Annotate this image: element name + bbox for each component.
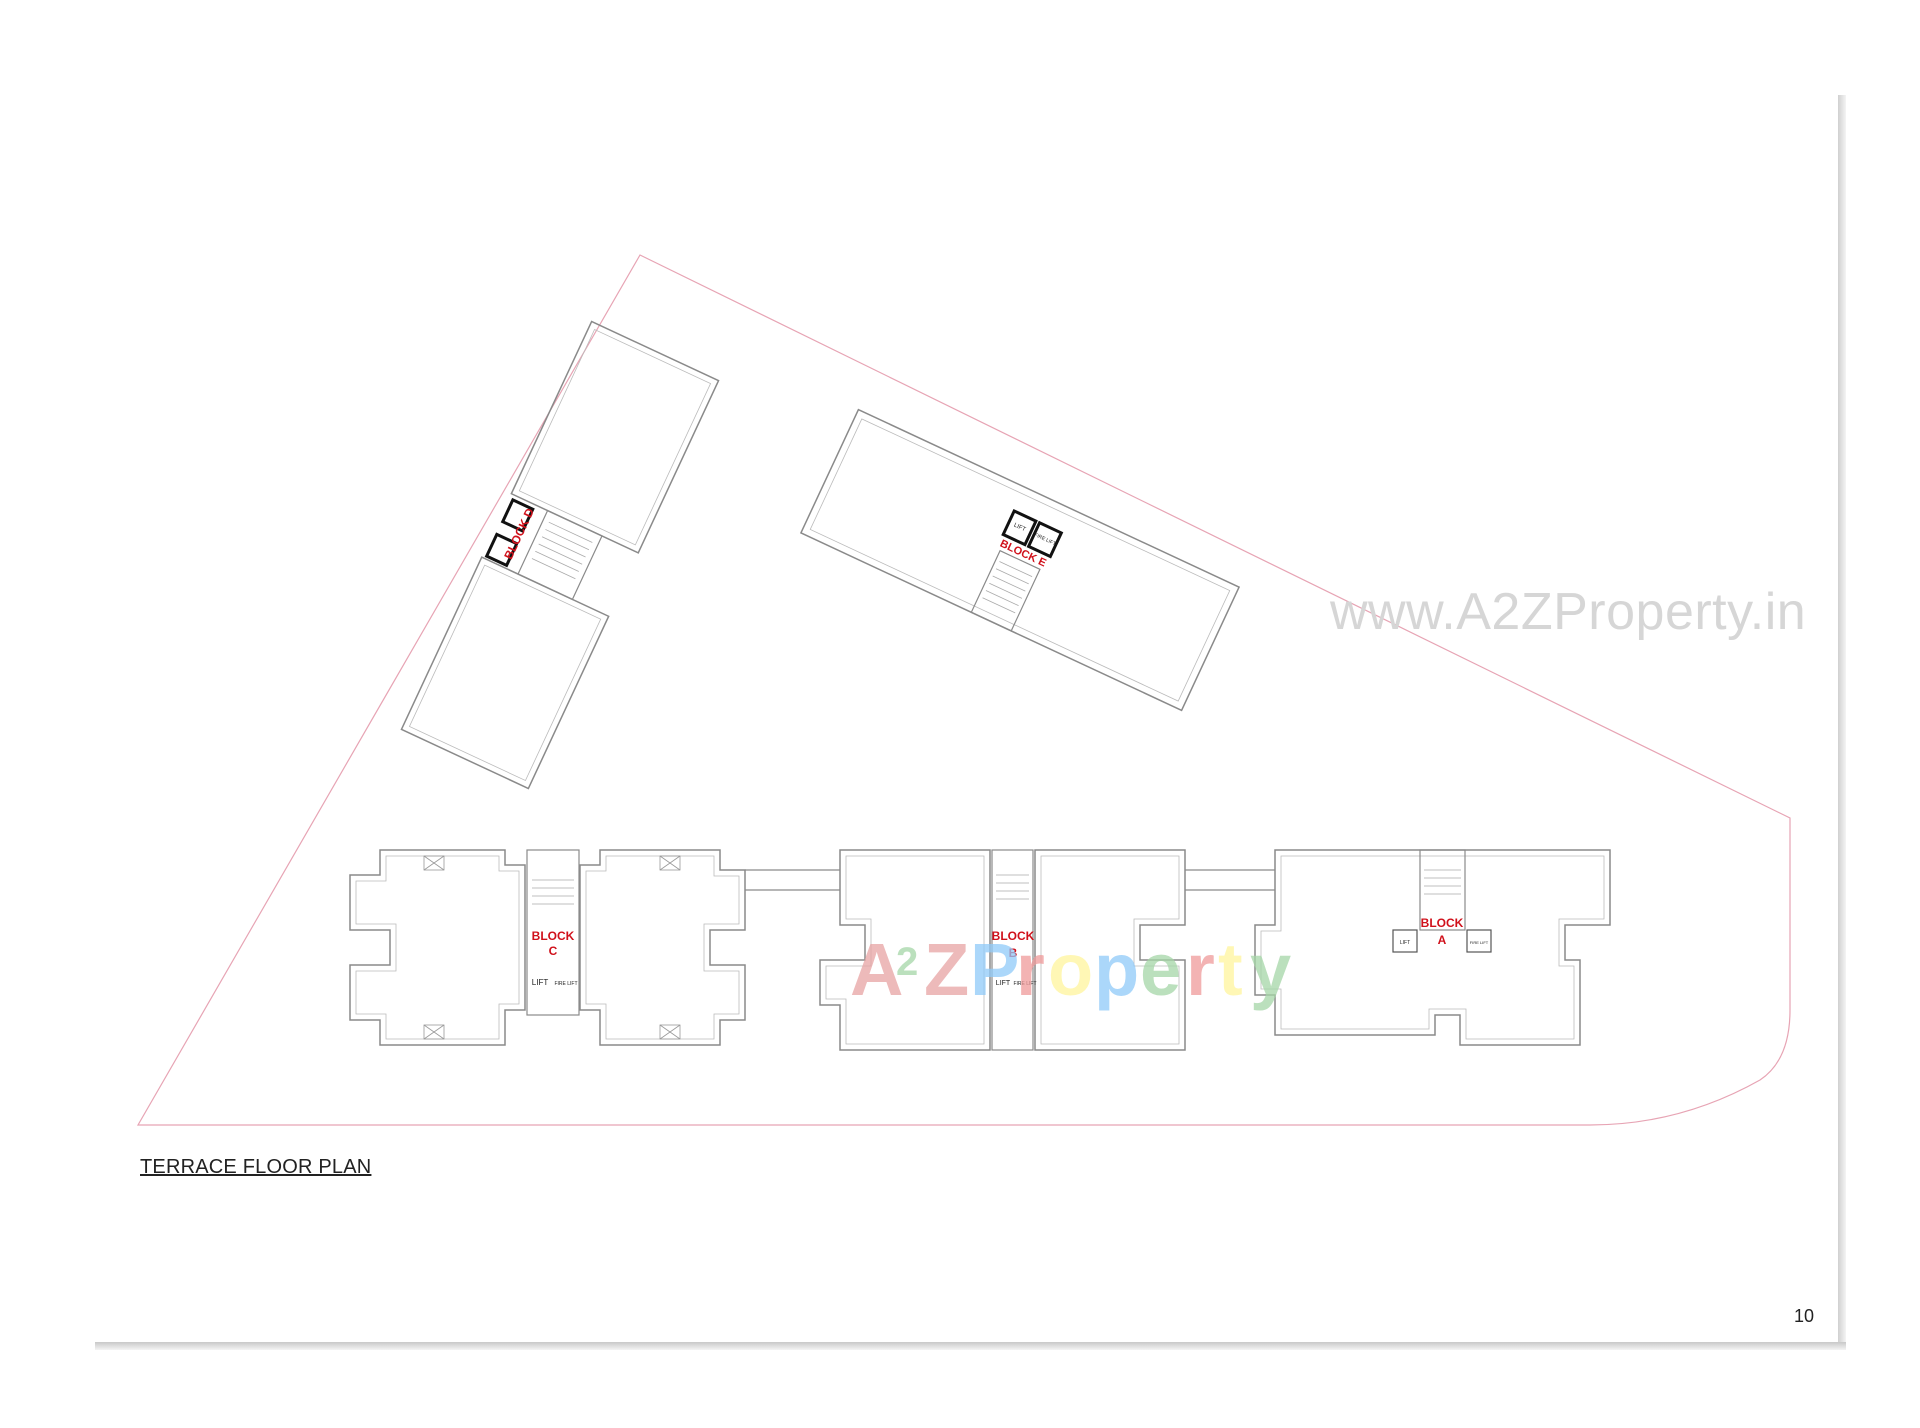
- block-a-lift-shaft: [1392, 929, 1418, 953]
- page-number: 10: [1794, 1306, 1815, 1326]
- block-c-lift-label: LIFT: [532, 978, 549, 987]
- block-d-lift-shaft: [500, 497, 535, 533]
- block-b-label-word: BLOCK: [992, 929, 1035, 943]
- block-e-fire-lift-shaft: [1026, 520, 1064, 559]
- block-d-stair-core: [517, 509, 603, 601]
- block-a-body: [1254, 849, 1611, 1046]
- block-c-wing-right: [579, 849, 746, 1046]
- block-a-label-word: BLOCK: [1421, 916, 1464, 930]
- block-a-stair-core: [1419, 849, 1466, 931]
- block-c-wing-left: [349, 849, 526, 1046]
- block-d-fire-lift-shaft: [484, 532, 519, 568]
- block-d-wing-lower: [400, 556, 610, 790]
- watermark-url: www.A2ZProperty.in: [1330, 583, 1807, 641]
- block-d-plan: BLOCK D: [400, 320, 720, 790]
- watermark-logo-letter: r: [1016, 928, 1045, 1011]
- block-e-plan: LIFT FIRE LIFT BLOCK E: [799, 408, 1241, 712]
- watermark-logo-letter: o: [1048, 928, 1093, 1011]
- block-b-label-letter: B: [1009, 946, 1018, 960]
- block-e-lift-shaft: [1001, 508, 1038, 547]
- connector-c-to-b: [745, 869, 840, 891]
- block-b-wing-left: [819, 849, 991, 1051]
- block-a-fire-lift-label: FIRE LIFT: [1470, 940, 1489, 945]
- block-b-wing-right: [1034, 849, 1186, 1051]
- block-c-label-word: BLOCK: [532, 929, 575, 943]
- block-a-lift-label: LIFT: [1400, 940, 1410, 946]
- watermark-logo-letter: r: [1186, 928, 1215, 1011]
- watermark-logo-letter: p: [1094, 928, 1139, 1011]
- block-c-label-letter: C: [549, 944, 558, 958]
- block-e-fire-lift-label: FIRE LIFT: [1033, 532, 1056, 547]
- block-c-fire-lift-label: FIRE LIFT: [554, 981, 577, 987]
- watermark-logo-letter: P: [970, 928, 1019, 1011]
- watermark-logo-letter: y: [1250, 928, 1291, 1011]
- block-c-plan: BLOCK C LIFT FIRE LIFT: [349, 849, 746, 1046]
- plan-title: TERRACE FLOOR PLAN: [140, 1156, 372, 1178]
- watermark-logo-letter: A: [850, 928, 903, 1011]
- block-e-lift-label: LIFT: [1013, 522, 1027, 533]
- block-a-plan: LIFT FIRE LIFT BLOCK A: [1254, 849, 1611, 1046]
- watermark-logo-letter: t: [1218, 928, 1243, 1011]
- block-b-fire-lift-label: FIRE LIFT: [1013, 981, 1036, 987]
- block-c-stair-core: [526, 849, 580, 1016]
- plot-boundary: [136, 254, 1791, 1126]
- connector-b-to-a: [1185, 869, 1275, 891]
- block-d-wing-upper: [510, 320, 720, 554]
- watermark-logo-letter: 2: [896, 940, 918, 984]
- watermark-logo-letter: Z: [924, 928, 969, 1011]
- watermark-logo-letter: e: [1140, 928, 1181, 1011]
- block-e-stair-core: [970, 549, 1041, 632]
- block-b-stair-core: [991, 849, 1034, 1051]
- block-a-fire-lift-shaft: [1466, 929, 1492, 953]
- page-shadow-bottom: [95, 1342, 1846, 1350]
- block-b-plan: BLOCK B LIFT FIRE LIFT: [819, 849, 1186, 1051]
- page-shadow-right: [1838, 95, 1846, 1350]
- block-b-lift-label: LIFT: [996, 980, 1011, 987]
- block-a-label-letter: A: [1438, 933, 1447, 947]
